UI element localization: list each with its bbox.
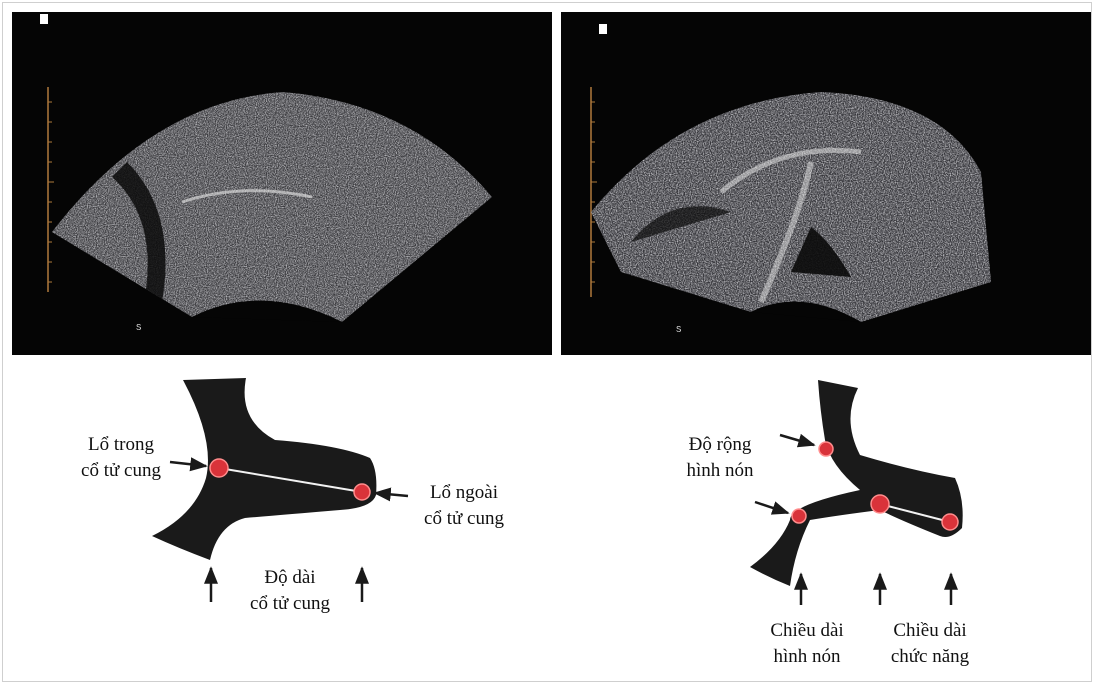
arrow-funnel-tip [755,502,788,513]
label-funnel-width: Độ rộng hình nón [660,432,780,484]
external-os-marker [354,484,370,500]
internal-os-marker [871,495,889,513]
label-funnel-length: Chiều dài hình nón [752,618,862,670]
arrow-funnel-width [780,435,814,445]
label-external-os: Lổ ngoài cổ tử cung [404,480,524,532]
label-functional-length: Chiều dài chức năng [870,618,990,670]
funnel-width-marker [819,442,833,456]
label-cervical-length: Độ dài cổ tử cung [225,565,355,617]
label-internal-os: Lổ trong cổ tử cung [56,432,186,484]
funnel-tip-marker [792,509,806,523]
external-os-marker [942,514,958,530]
internal-os-marker [210,459,228,477]
cervix-shape-right [750,380,963,586]
